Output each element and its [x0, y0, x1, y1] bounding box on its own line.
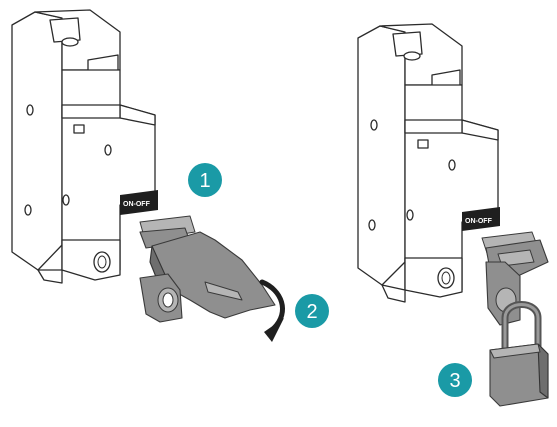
circuit-breaker-right-icon: ON-OFF [357, 23, 500, 303]
svg-text:2: 2 [306, 301, 317, 323]
rotate-arrow-icon [259, 279, 285, 342]
circuit-breaker-left-icon: ON-OFF [11, 9, 158, 284]
padlock-icon [489, 301, 549, 407]
on-off-label-right: ON-OFF [465, 218, 493, 225]
svg-text:1: 1 [199, 170, 210, 192]
step-badge-3: 3 [438, 363, 472, 397]
lockout-device-left-icon [139, 215, 276, 323]
step-badge-1: 1 [188, 163, 222, 197]
svg-text:3: 3 [449, 370, 460, 392]
on-off-label-left: ON-OFF [123, 201, 151, 208]
step-badge-2: 2 [295, 294, 329, 328]
